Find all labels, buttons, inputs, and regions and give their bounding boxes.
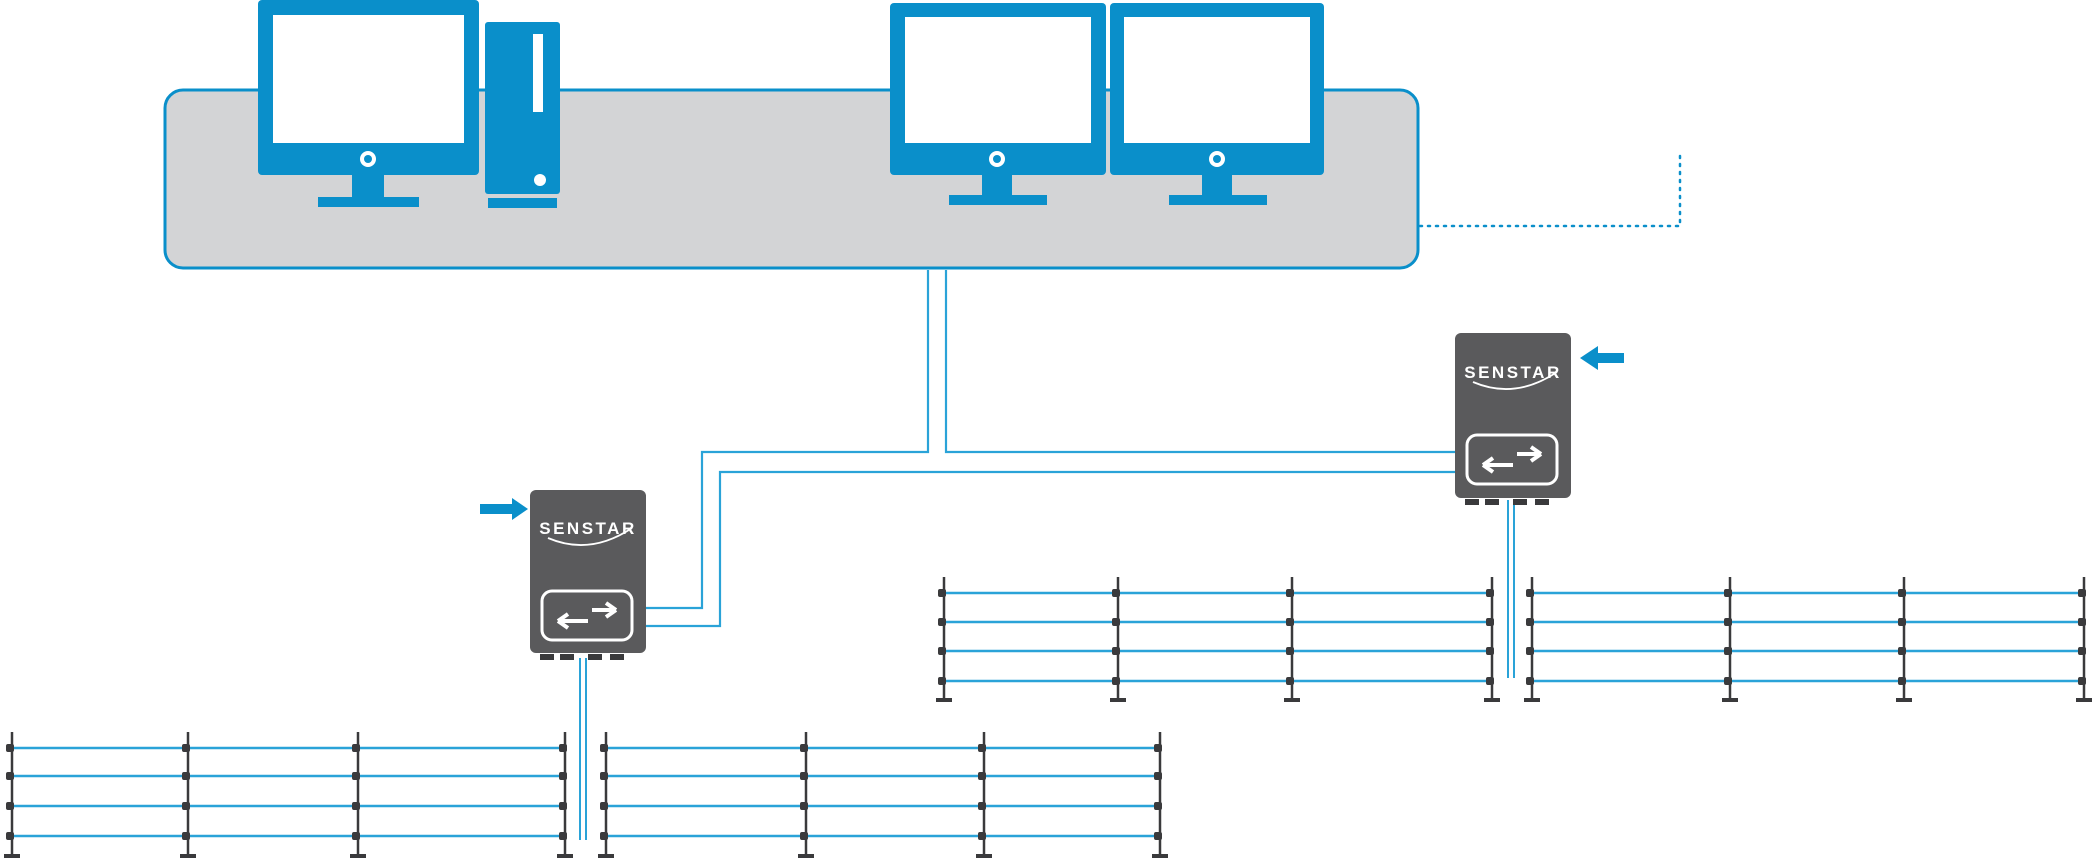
fence-insulator xyxy=(1486,647,1494,655)
fence-insulator xyxy=(1898,677,1906,685)
fence-insulator xyxy=(2078,647,2086,655)
fence-insulator xyxy=(600,744,608,752)
fence-insulator xyxy=(1286,589,1294,597)
fence-insulator xyxy=(182,802,190,810)
fence-insulator xyxy=(938,647,946,655)
fence-insulator xyxy=(559,832,567,840)
fence-insulator xyxy=(600,772,608,780)
monitor-icon xyxy=(1110,3,1324,205)
controller-cable-trunk xyxy=(579,500,1515,840)
fence-insulator xyxy=(600,832,608,840)
arrow-right-icon xyxy=(480,498,528,520)
fence-insulator xyxy=(1154,772,1162,780)
fence-insulator xyxy=(800,744,808,752)
fence-insulator xyxy=(1724,647,1732,655)
fence-insulator xyxy=(1286,677,1294,685)
fence-insulator xyxy=(1486,618,1494,626)
fence-insulator xyxy=(1898,618,1906,626)
fence-insulator xyxy=(352,802,360,810)
fence-insulator xyxy=(800,832,808,840)
arrow-left-icon xyxy=(1580,346,1624,370)
fence-insulator xyxy=(2078,677,2086,685)
fence-insulator xyxy=(1286,618,1294,626)
fence-insulator xyxy=(182,772,190,780)
fence-insulator xyxy=(352,832,360,840)
controller-brand-label: SENSTAR xyxy=(539,519,636,538)
fence-insulator xyxy=(1112,589,1120,597)
fence-insulator xyxy=(1154,832,1162,840)
fence-insulator xyxy=(182,744,190,752)
fence-insulator xyxy=(559,772,567,780)
monitor-icon xyxy=(890,3,1106,205)
fence-insulator xyxy=(1486,677,1494,685)
fence-insulator xyxy=(6,744,14,752)
fence-insulator xyxy=(1526,618,1534,626)
fence-insulator xyxy=(1112,647,1120,655)
fence-insulator xyxy=(978,832,986,840)
fence-insulator xyxy=(938,677,946,685)
fence-insulator xyxy=(352,744,360,752)
fence-insulator xyxy=(1526,677,1534,685)
fence-insulator xyxy=(938,618,946,626)
fence-insulator xyxy=(2078,618,2086,626)
bidirectional-arrows-icon xyxy=(540,589,634,642)
network-link-dotted xyxy=(1418,154,1682,228)
fence-insulator xyxy=(352,772,360,780)
fence-controller: SENSTAR xyxy=(1455,333,1571,505)
fence-insulator xyxy=(6,772,14,780)
fence-insulator xyxy=(1898,589,1906,597)
fence-insulator xyxy=(1112,618,1120,626)
bidirectional-arrows-icon xyxy=(1465,433,1559,486)
fence-insulator xyxy=(1724,589,1732,597)
fence-insulator xyxy=(1154,744,1162,752)
fence-insulator xyxy=(182,832,190,840)
fence-insulator xyxy=(2078,589,2086,597)
fence-insulator xyxy=(1724,677,1732,685)
fence-controller: SENSTAR xyxy=(530,490,646,660)
tower-pc-icon xyxy=(485,22,560,208)
fence-insulator xyxy=(978,772,986,780)
controller-brand-label: SENSTAR xyxy=(1464,363,1561,382)
fence-insulator xyxy=(978,802,986,810)
fence-insulator xyxy=(600,802,608,810)
fence-insulator xyxy=(1112,677,1120,685)
fence-insulator xyxy=(800,802,808,810)
fence-insulator xyxy=(1526,589,1534,597)
fence-insulator xyxy=(559,744,567,752)
fence-insulator xyxy=(978,744,986,752)
fence-insulator xyxy=(938,589,946,597)
fence-insulator xyxy=(1154,802,1162,810)
fence-insulator xyxy=(6,802,14,810)
fence-insulator xyxy=(559,802,567,810)
fence-insulator xyxy=(1526,647,1534,655)
fence-insulator xyxy=(6,832,14,840)
fence-insulator xyxy=(800,772,808,780)
fence-insulator xyxy=(1724,618,1732,626)
fence-sensor-zones xyxy=(4,577,2092,858)
fence-insulator xyxy=(1286,647,1294,655)
monitor-icon xyxy=(258,0,479,207)
fence-insulator xyxy=(1898,647,1906,655)
fence-insulator xyxy=(1486,589,1494,597)
network-cable xyxy=(646,270,1456,628)
